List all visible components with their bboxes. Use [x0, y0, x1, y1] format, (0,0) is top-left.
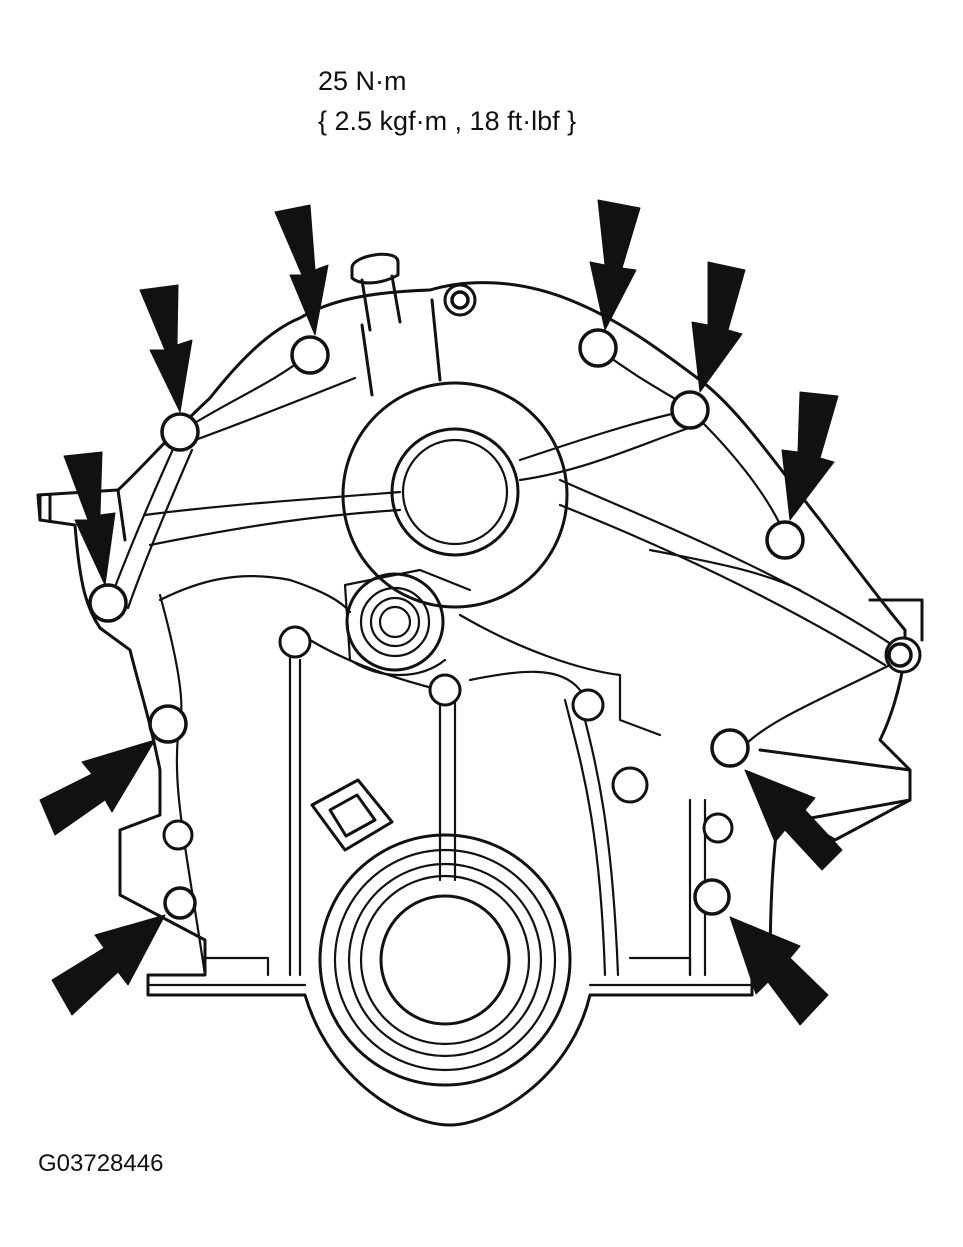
bolt-hole-5 [765, 520, 805, 560]
right-flange [758, 598, 924, 822]
arrow-down-icon [781, 391, 839, 521]
arrow-up-left-icon [729, 916, 829, 1026]
arrow-down-icon [274, 204, 329, 336]
boss-center [428, 673, 462, 707]
bolt-hole-1 [160, 412, 200, 452]
arrow-down-icon [63, 451, 116, 586]
bolt-hole-7 [148, 704, 188, 744]
arrow-up-right-icon [39, 739, 156, 836]
bolt-hole-8 [710, 728, 750, 768]
inlet-spout [350, 252, 442, 397]
bolt-hole-4 [670, 390, 710, 430]
rib-upper-left [108, 353, 402, 614]
pump-housing-outer [341, 381, 569, 609]
boss-left-mid [278, 625, 312, 659]
idler-ring-inner [369, 596, 421, 648]
crank-seal-outer [318, 833, 572, 1087]
bolt-hole-9 [163, 886, 197, 920]
pump-bore [401, 438, 509, 546]
boss-right-mid [571, 688, 605, 722]
bolt-arrows [39, 199, 843, 1026]
boss-left-bottom [162, 819, 194, 851]
arrow-up-right-icon [51, 914, 166, 1016]
pump-housing-inner [390, 427, 520, 557]
bolt-hole-11-inner [887, 642, 913, 668]
crank-seal-ring-1 [333, 848, 557, 1072]
idler-hub [378, 605, 412, 639]
arrow-down-icon [691, 261, 746, 393]
crank-seal-ring-2 [347, 862, 543, 1058]
crank-bore [379, 894, 511, 1026]
rib-upper-right [518, 348, 902, 667]
left-stub [38, 488, 127, 542]
idler-bracket [343, 568, 472, 676]
bolt-hole-2 [290, 335, 330, 375]
boss-right-bottom [702, 812, 734, 844]
torque-value: 25 N·m [318, 66, 407, 96]
bolt-hole-6 [88, 583, 128, 623]
figure-reference-code: G03728446 [38, 1150, 164, 1177]
arrow-down-icon [139, 284, 193, 413]
boss-right-lower [611, 766, 649, 804]
bottom-flange [146, 956, 754, 987]
torque-conversion: { 2.5 kgf·m , 18 ft·lbf } [318, 106, 577, 136]
bolt-hole-10 [693, 878, 731, 916]
crank-seal-ring-3 [359, 874, 531, 1046]
arrow-down-icon [589, 199, 641, 331]
square-pad [310, 778, 394, 852]
cover-outline [36, 281, 912, 1127]
bolt-hole-12-inner [450, 290, 470, 310]
rib-lower [158, 593, 902, 977]
arrow-up-left-icon [744, 769, 843, 871]
idler-ring [359, 586, 431, 658]
bolt-hole-3 [578, 328, 618, 368]
bolt-holes [88, 290, 913, 920]
